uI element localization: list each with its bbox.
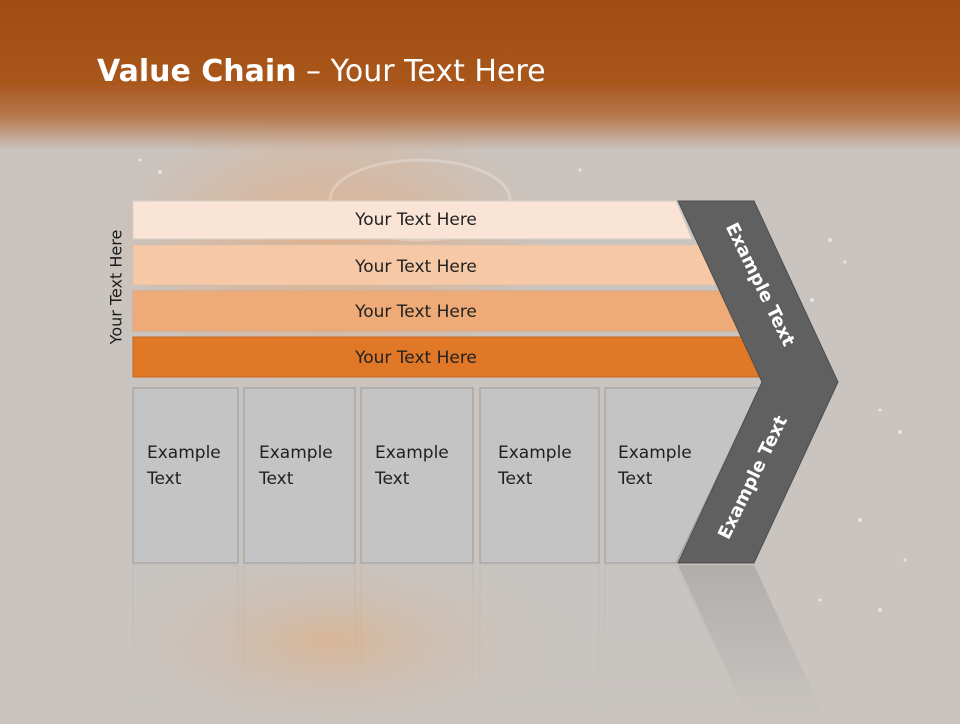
bar-1[interactable]: Your Text Here <box>132 200 693 240</box>
title-bold: Value Chain <box>97 54 297 89</box>
box-5-line1: Example <box>618 443 692 463</box>
bar-4[interactable]: Your Text Here <box>132 336 764 378</box>
box-2-line2: Text <box>258 469 294 489</box>
box-5-shape <box>604 387 761 564</box>
box-1-shape <box>132 387 239 564</box>
box-3[interactable]: Example Text <box>360 387 474 564</box>
box-3-line2: Text <box>374 469 410 489</box>
box-4-line2: Text <box>497 469 533 489</box>
bar-3-label: Your Text Here <box>354 302 477 322</box>
diagram-reflection <box>132 564 826 720</box>
box-2[interactable]: Example Text <box>243 387 356 564</box>
bar-2-shape <box>132 244 717 286</box>
bar-2[interactable]: Your Text Here <box>132 244 717 286</box>
title-banner <box>0 0 960 150</box>
box-4-shape <box>479 387 600 564</box>
bar-2-label: Your Text Here <box>354 257 477 277</box>
chevron-shape <box>677 200 839 564</box>
box-4[interactable]: Example Text <box>479 387 600 564</box>
box-3-line1: Example <box>375 443 449 463</box>
bar-3[interactable]: Your Text Here <box>132 290 740 332</box>
bar-1-shape <box>132 200 693 240</box>
box-1-line2: Text <box>146 469 182 489</box>
box-3-shape <box>360 387 474 564</box>
bar-4-label: Your Text Here <box>354 348 477 368</box>
box-1-line1: Example <box>147 443 221 463</box>
box-5-line2: Text <box>617 469 653 489</box>
slide-title: Value Chain – Your Text Here <box>97 54 546 89</box>
box-4-line1: Example <box>498 443 572 463</box>
title-rest: – Your Text Here <box>296 54 546 89</box>
box-1[interactable]: Example Text <box>132 387 239 564</box>
bar-1-label: Your Text Here <box>354 210 477 230</box>
box-2-line1: Example <box>259 443 333 463</box>
box-2-shape <box>243 387 356 564</box>
box-5[interactable]: Example Text <box>604 387 761 564</box>
